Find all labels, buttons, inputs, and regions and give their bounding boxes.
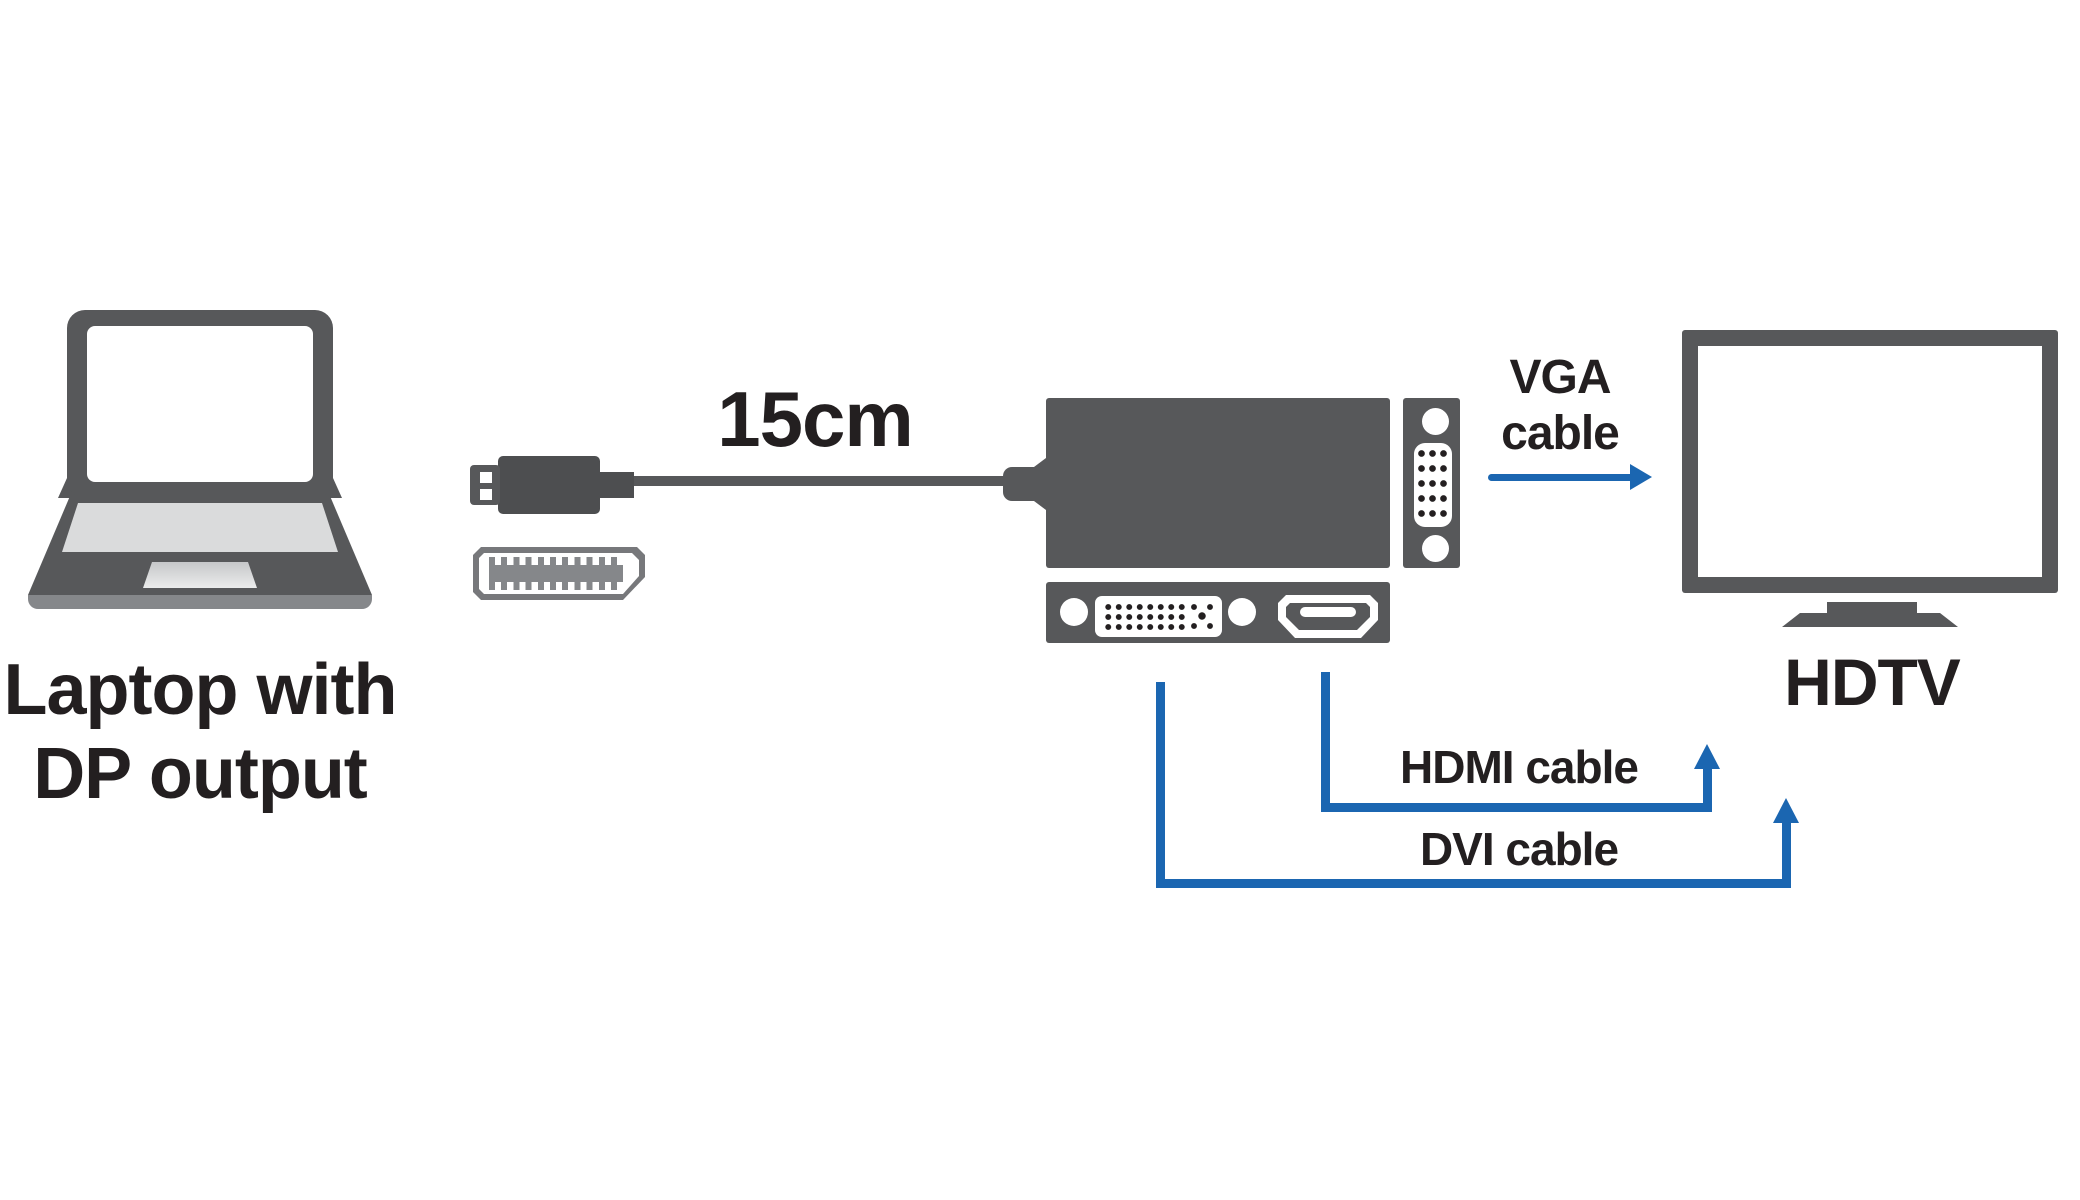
cable-strain-relief xyxy=(1003,467,1037,501)
laptop-touchpad xyxy=(143,562,257,588)
laptop-label: Laptop with DP output xyxy=(0,648,400,816)
dvi-screw-hole xyxy=(1060,598,1088,626)
adapter-body xyxy=(1046,398,1390,568)
dp-port-tongue xyxy=(489,565,623,582)
laptop-label-line1: Laptop with xyxy=(3,650,398,730)
hdmi-cable-route-up xyxy=(1703,768,1712,812)
dvi-screw-hole xyxy=(1228,598,1256,626)
arrow-up-icon xyxy=(1773,798,1799,823)
plug-pin xyxy=(480,472,492,483)
hdmi-port-slot xyxy=(1300,607,1356,617)
cable-length-label: 15cm xyxy=(717,375,914,463)
hdtv-icon xyxy=(1682,330,2060,630)
dp-port-pins-top xyxy=(489,557,623,565)
plug-pin xyxy=(480,489,492,500)
dvi-cable-route-down xyxy=(1156,682,1165,888)
arrow-right-icon xyxy=(1630,464,1652,490)
arrow-up-icon xyxy=(1694,744,1720,769)
vga-cable-label-line2: cable xyxy=(1501,407,1620,460)
tv-stand-neck xyxy=(1827,602,1917,614)
laptop-icon xyxy=(25,300,377,612)
laptop-keyboard xyxy=(62,503,338,552)
vga-cable-label-line1: VGA xyxy=(1509,351,1611,404)
vga-screw-hole xyxy=(1422,535,1449,562)
vga-pins xyxy=(1416,446,1449,521)
displayport-port-icon xyxy=(473,547,645,600)
adapter-icon xyxy=(1003,398,1460,643)
dvi-analog-pins xyxy=(1189,602,1215,631)
dvi-pins xyxy=(1103,602,1187,632)
dp-port-pins-bottom xyxy=(489,582,623,590)
hdmi-cable-route-across xyxy=(1321,803,1712,812)
laptop-screen xyxy=(87,326,313,482)
dvi-cable-route-across xyxy=(1156,879,1791,888)
laptop-bottom-edge xyxy=(28,595,372,609)
hdtv-label: HDTV xyxy=(1784,645,1961,719)
vga-cable-label: VGA cable xyxy=(1440,350,1680,462)
dvi-cable-route-up xyxy=(1782,822,1791,879)
displayport-plug-icon xyxy=(470,456,1015,516)
dvi-port-icon xyxy=(1095,596,1222,637)
plug-body xyxy=(498,456,600,514)
hdmi-cable-label: HDMI cable xyxy=(1400,741,1639,793)
adapter-cable xyxy=(632,476,1008,486)
vga-screw-hole xyxy=(1422,408,1449,435)
tv-stand-base xyxy=(1782,613,1958,627)
plug-neck xyxy=(598,472,634,498)
hdmi-port-icon xyxy=(1278,595,1378,638)
dvi-cable-label: DVI cable xyxy=(1419,823,1619,875)
tv-screen xyxy=(1698,346,2042,577)
laptop-label-line2: DP output xyxy=(33,734,368,814)
vga-cable-arrow xyxy=(1488,474,1634,481)
hdmi-cable-route-down xyxy=(1321,672,1330,812)
